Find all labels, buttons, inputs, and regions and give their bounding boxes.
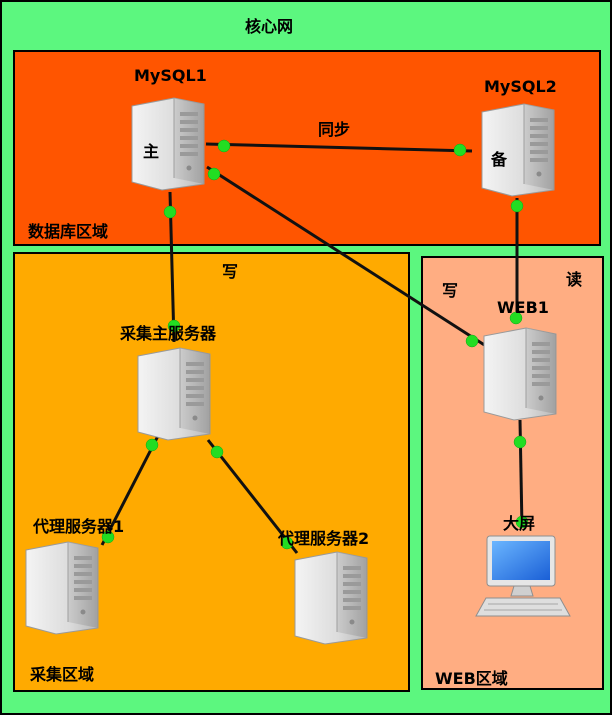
web-zone-label: WEB区域 [435, 669, 508, 688]
monitor-icon [475, 535, 571, 617]
port-dot [145, 438, 159, 452]
proxy2-label: 代理服务器2 [278, 529, 370, 548]
port-dot [207, 167, 221, 181]
port-dot [101, 530, 115, 544]
backup-mark: 备 [491, 150, 508, 169]
mysql1-web1-link [206, 165, 487, 348]
port-dot [510, 199, 524, 213]
sync-link [205, 142, 473, 153]
mysql1-label: MySQL1 [134, 66, 207, 85]
port-dot [453, 143, 467, 157]
mysql2-label: MySQL2 [484, 77, 557, 96]
port-dot [163, 205, 177, 219]
port-dot [465, 334, 479, 348]
port-dot [515, 515, 529, 529]
port-dot [210, 445, 224, 459]
database-zone-label: 数据库区域 [28, 222, 109, 241]
port-dot [217, 139, 231, 153]
collect-proxy2-link [206, 439, 299, 554]
proxy2-server-icon [294, 551, 368, 645]
read-web-label: 读 [566, 270, 583, 289]
collect-zone-label: 采集区域 [30, 665, 95, 684]
port-dot [509, 311, 523, 325]
port-dot [167, 319, 181, 333]
web-zone [421, 256, 604, 690]
port-dot [280, 536, 294, 550]
port-dot [513, 435, 527, 449]
core-network-label: 核心网 [245, 17, 294, 36]
master-mark: 主 [143, 142, 160, 161]
proxy1-server-icon [25, 541, 99, 635]
collect-master-server-icon [137, 347, 211, 441]
proxy1-label: 代理服务器1 [33, 517, 125, 536]
write-collect-label: 写 [222, 262, 239, 281]
collect-master-label: 采集主服务器 [120, 324, 217, 343]
screen-label: 大屏 [503, 514, 536, 533]
sync-label: 同步 [318, 120, 351, 139]
write-web-label: 写 [442, 281, 459, 300]
web1-server-icon [483, 327, 557, 421]
web1-label: WEB1 [497, 298, 549, 317]
